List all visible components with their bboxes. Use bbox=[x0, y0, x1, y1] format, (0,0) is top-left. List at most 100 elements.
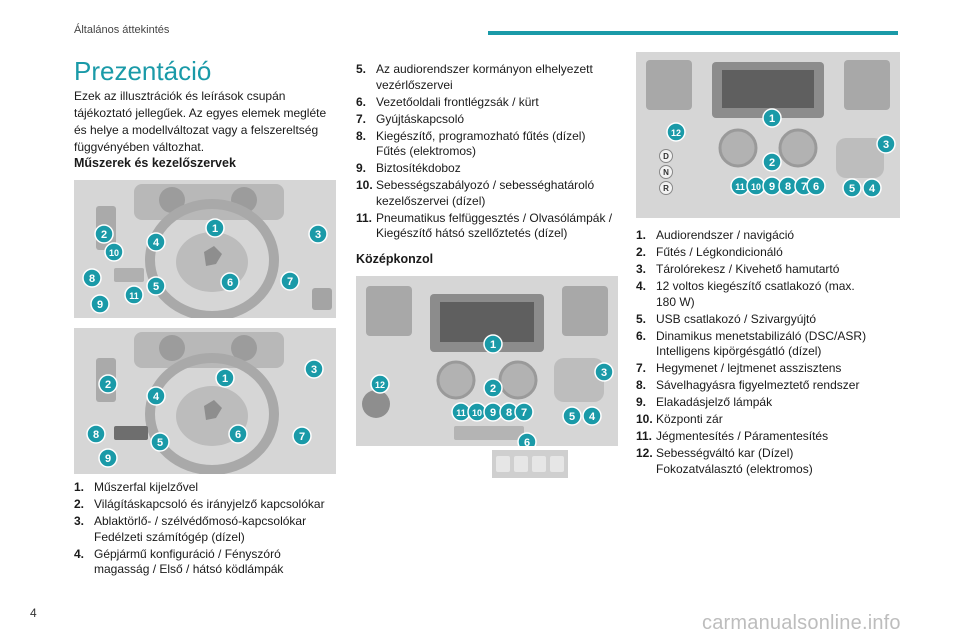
list-item-text: Vezetőoldali frontlégzsák / kürt bbox=[376, 94, 539, 109]
list-item-text: Gyújtáskapcsoló bbox=[376, 111, 465, 126]
list-item: 2.Fűtés / Légkondicionáló bbox=[636, 245, 912, 261]
page-title: Prezentáció bbox=[74, 56, 212, 86]
header-accent-bar bbox=[488, 31, 898, 35]
callout-badge-label: 12 bbox=[671, 128, 681, 138]
list-item-text: Műszerfal kijelzővel bbox=[94, 480, 199, 494]
callout-badge bbox=[146, 386, 166, 406]
list-item-number: 11. bbox=[356, 210, 373, 225]
callout-badge bbox=[308, 224, 328, 244]
list-item-text: Fűtés / Légkondicionáló bbox=[656, 245, 783, 259]
list-item: 11.Pneumatikus felfüggesztés / Olvasólám… bbox=[356, 211, 632, 242]
list-item: 9.Elakadásjelző lámpák bbox=[636, 395, 912, 411]
callout-badge-label: 2 bbox=[105, 379, 111, 391]
callout-badge-label: 11 bbox=[456, 408, 466, 418]
callout-badge-label: 8 bbox=[89, 273, 95, 285]
callout-badge bbox=[150, 432, 170, 452]
gear-selector-label: R bbox=[663, 184, 669, 193]
list-item-text: Gépjármű konfiguráció / Fényszóró bbox=[94, 546, 281, 561]
callout-badge-label: 5 bbox=[157, 437, 163, 449]
callout-badge-label: 4 bbox=[153, 237, 160, 249]
callout-badge-label: 3 bbox=[883, 139, 889, 151]
callout-badge-label: 11 bbox=[735, 182, 745, 192]
list-item-text: Világításkapcsoló és irányjelző kapcsoló… bbox=[94, 497, 325, 511]
list-item-text-line2: Fedélzeti számítógép (dízel) bbox=[94, 529, 245, 544]
list-item-text: Hegymenet / lejtmenet asszisztens bbox=[656, 361, 842, 375]
list-item-text: USB csatlakozó / Szivargyújtó bbox=[656, 311, 817, 326]
callout-badge-label: 10 bbox=[472, 408, 482, 418]
callout-badge bbox=[86, 424, 106, 444]
list-item-number: 12. bbox=[636, 446, 653, 460]
page-number: 4 bbox=[30, 606, 37, 620]
list-item: 7. Hegymenet / lejtmenet asszisztens bbox=[636, 361, 912, 377]
list-item-number: 8. bbox=[636, 378, 647, 392]
callout-badge-label: 4 bbox=[153, 391, 160, 403]
list-item-text: 12 voltos kiegészítő csatlakozó (max. bbox=[656, 279, 855, 293]
list-item-text: Biztosítékdoboz bbox=[376, 161, 461, 175]
callout-badge-label: 7 bbox=[801, 181, 807, 193]
list-item-number: 7. bbox=[636, 361, 647, 375]
list-item-text: Jégmentesítés / Páramentesítés bbox=[656, 429, 829, 443]
callout-badge-label: 9 bbox=[97, 299, 103, 311]
callout-badge bbox=[842, 178, 862, 198]
callout-badge bbox=[483, 378, 503, 398]
callout-badge-label: 6 bbox=[235, 429, 241, 441]
section1-list-part2: 5.Az audiorendszer kormányon elhelyezett… bbox=[356, 62, 632, 243]
list-item-number: 6. bbox=[636, 328, 647, 343]
callout-badge bbox=[562, 406, 582, 426]
callout-badge-label: 1 bbox=[769, 113, 775, 125]
list-item-number: 8. bbox=[356, 128, 367, 143]
callout-badge bbox=[98, 374, 118, 394]
list-item: 1.Audiorendszer / navigáció bbox=[636, 228, 912, 244]
callout-badge-label: 8 bbox=[785, 181, 791, 193]
list-item: 10.Központi zár bbox=[636, 412, 912, 428]
callout-badge-label: 1 bbox=[490, 339, 496, 351]
callout-badge-label: 1 bbox=[222, 373, 228, 385]
callout-badge bbox=[370, 374, 390, 394]
callout-badge-label: 11 bbox=[129, 291, 139, 301]
callout-badge-label: 3 bbox=[311, 364, 317, 376]
callout-badge bbox=[862, 178, 882, 198]
list-item-text-line2: Fokozatválasztó (elektromos) bbox=[656, 461, 813, 476]
callout-badge-label: 2 bbox=[101, 229, 107, 241]
list-item: 8.Kiegészítő, programozható fűtés (dízel… bbox=[356, 129, 632, 160]
list-item-number: 7. bbox=[356, 111, 367, 126]
callout-badge bbox=[666, 122, 686, 142]
list-item: 5.USB csatlakozó / Szivargyújtó bbox=[636, 312, 912, 328]
callout-badge-label: 5 bbox=[569, 411, 575, 423]
callout-badge-label: 5 bbox=[849, 183, 855, 195]
list-item-number: 1. bbox=[636, 228, 647, 242]
callout-badge bbox=[215, 368, 235, 388]
list-item-text: Ablaktörlő- / szélvédőmosó-kapcsolókar bbox=[94, 514, 307, 528]
list-item-number: 4. bbox=[636, 279, 647, 293]
callout-badge bbox=[94, 224, 114, 244]
section1-heading: Műszerek és kezelőszervek bbox=[74, 156, 236, 170]
callout-badge bbox=[483, 334, 503, 354]
callout-badge-label: 4 bbox=[589, 411, 596, 423]
list-item: 2. Világításkapcsoló és irányjelző kapcso… bbox=[74, 497, 346, 513]
callout-badge bbox=[82, 268, 102, 288]
callout-badge bbox=[517, 432, 537, 446]
callout-badge bbox=[876, 134, 896, 154]
callout-badge bbox=[304, 359, 324, 379]
list-item-number: 3. bbox=[636, 262, 647, 276]
callout-badge-label: 1 bbox=[212, 223, 218, 235]
list-item-number: 9. bbox=[356, 161, 367, 175]
callout-badge-label: 10 bbox=[109, 248, 119, 258]
list-item-number: 10. bbox=[636, 412, 653, 426]
list-item: 3.Ablaktörlő- / szélvédőmosó-kapcsolókar… bbox=[74, 514, 346, 545]
callout-badge-label: 12 bbox=[375, 380, 385, 390]
list-item-text: Sebességszabályozó / sebességhatároló bbox=[376, 178, 595, 192]
callout-badge bbox=[220, 272, 240, 292]
list-item-text: Dinamikus menetstabilizáló (DSC/ASR) bbox=[656, 328, 867, 343]
list-item-number: 10. bbox=[356, 178, 373, 192]
list-item-number: 2. bbox=[74, 497, 85, 511]
watermark: carmanualsonline.info bbox=[702, 612, 901, 634]
list-item: 6.Dinamikus menetstabilizáló (DSC/ASR)In… bbox=[636, 329, 912, 360]
callout-badge bbox=[514, 402, 534, 422]
callout-badge-label: 6 bbox=[813, 181, 819, 193]
